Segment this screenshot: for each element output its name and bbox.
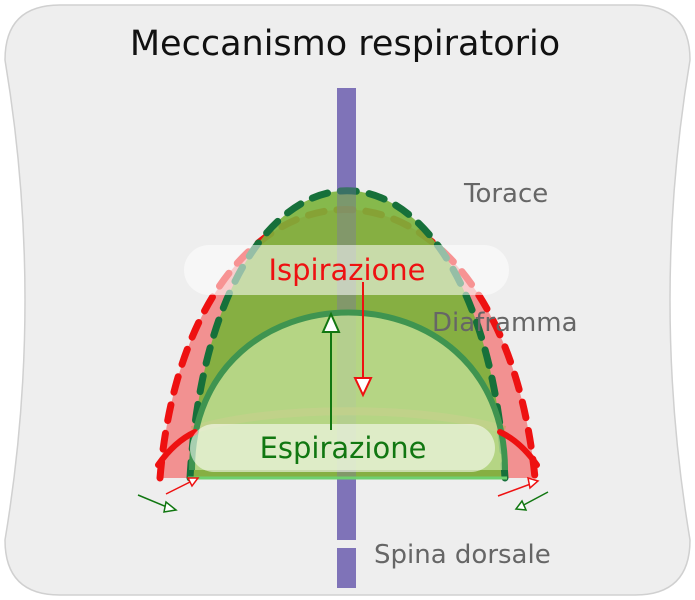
ispirazione-arrow	[353, 282, 373, 398]
label-torace: Torace	[463, 179, 548, 209]
diagram-title: Meccanismo respiratorio	[130, 24, 560, 64]
rib-motion-arrows-left	[137, 477, 200, 513]
label-espirazione: Espirazione	[260, 431, 427, 465]
ispirazione-band	[184, 245, 509, 295]
label-spina-dorsale: Spina dorsale	[374, 540, 551, 570]
diaphragm-expiration-outline	[189, 309, 508, 471]
thorax-expiration-outline	[186, 187, 509, 482]
espirazione-band	[190, 424, 495, 472]
spine-segment-bottom	[337, 548, 356, 588]
rib-end-left	[155, 429, 198, 468]
espirazione-arrow	[321, 311, 341, 430]
label-ispirazione: Ispirazione	[268, 253, 425, 287]
rib-end-right	[497, 429, 540, 468]
rib-motion-arrows-right	[497, 476, 549, 511]
label-diaframma: Diaframma	[432, 308, 578, 338]
